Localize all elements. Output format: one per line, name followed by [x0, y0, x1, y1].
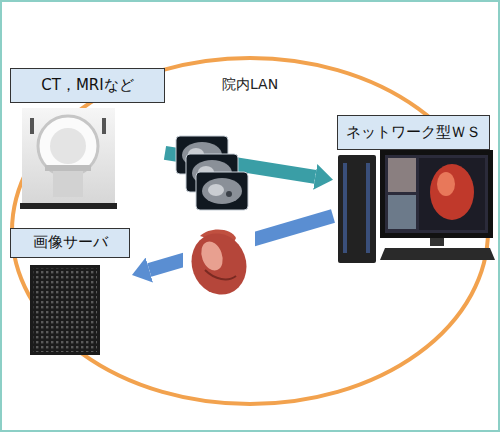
ct-scanner	[20, 108, 117, 209]
device-node: 画像サーバ	[10, 228, 132, 358]
device-node: CT，MRIなど	[10, 68, 165, 213]
device-node: ネットワーク型ＷＳ	[333, 115, 493, 270]
data-flow-arrow	[149, 216, 333, 270]
data-flow-arrow	[165, 153, 315, 177]
node-label: 画像サーバ	[33, 234, 108, 251]
heart-volume-image	[183, 222, 255, 302]
node-label: ネットワーク型ＷＳ	[346, 124, 481, 141]
label-box: CT，MRIなど	[10, 68, 165, 103]
label-box: 画像サーバ	[10, 228, 130, 258]
image-server	[30, 265, 100, 355]
ct-slices	[176, 136, 248, 210]
workstation	[338, 150, 495, 263]
network-label: 院内LAN	[222, 76, 278, 94]
node-label: CT，MRIなど	[41, 77, 133, 94]
label-box: ネットワーク型ＷＳ	[337, 115, 490, 150]
